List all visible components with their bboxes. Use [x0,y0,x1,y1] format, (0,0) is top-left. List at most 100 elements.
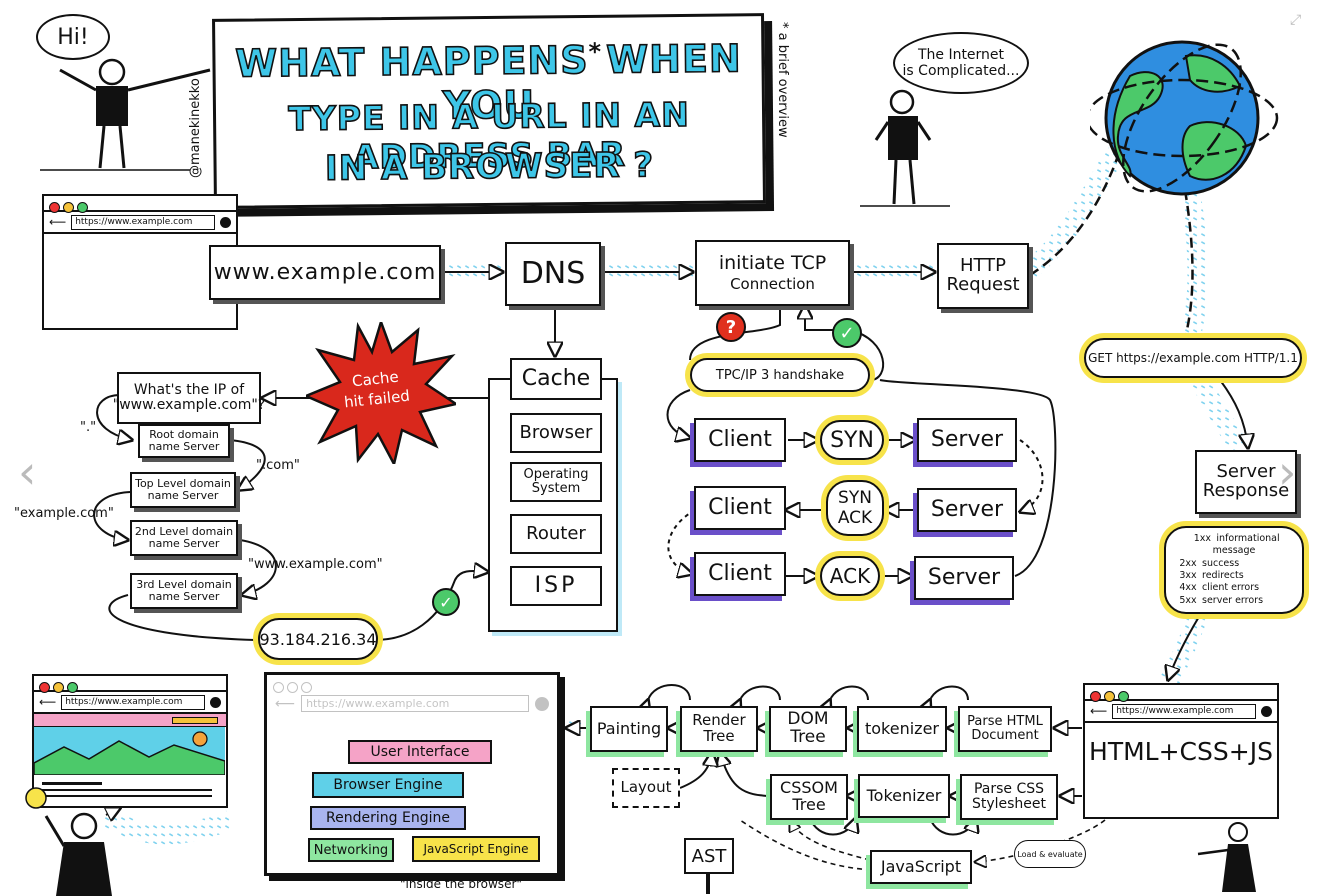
avatar-icon[interactable] [210,696,221,708]
title-line-1: WHAT HAPPENS [234,37,589,86]
tcp-line-2: Connection [730,274,815,293]
cssom-line-2: Tree [792,795,826,814]
html-css-js-label: HTML+CSS+JS [1089,737,1273,766]
trail-get-response [1191,375,1249,455]
cache-title-box: Cache [510,358,602,400]
load-evaluate-text: Load & evaluate [1017,849,1083,859]
prev-slide-chevron-icon[interactable]: ‹ [18,445,37,499]
ip-address-cloud: 93.184.216.34 [258,618,378,660]
server-label: Server [927,565,1001,591]
window-min-dot[interactable] [63,202,74,213]
status-code: 4xx [1179,582,1197,594]
css-tokenizer-box: Tokenizer [858,774,950,818]
ast-label: AST [691,845,727,867]
faded-address-bar: https://www.example.com [301,695,529,712]
stick-figure-hi [40,58,211,171]
trail-browser-user [99,806,234,845]
avatar-icon[interactable] [1261,705,1272,717]
third-level-dns-server-box: 3rd Level domain name Server [130,573,238,609]
handshake-client-1: Client [694,418,786,462]
url-input-box[interactable]: www.example.com [209,245,441,300]
window-close-dot[interactable] [49,202,60,213]
painting-box: Painting [590,706,668,752]
handshake-label: TPC/IP 3 handshake [715,367,845,383]
layer-label: Browser Engine [333,777,443,793]
client-label: Client [708,561,772,587]
ack-cloud: ACK [820,556,880,596]
address-bar[interactable]: https://www.example.com [61,694,205,710]
cache-item-label: ISP [534,573,578,599]
ip-address-text: 93.184.216.34 [259,629,377,649]
root-line-2: name Server [148,440,220,453]
window-close-dot[interactable] [1090,691,1101,702]
render-tree-box: Render Tree [680,706,758,752]
cache-title: Cache [521,366,591,392]
check-marker-icon: ✓ [832,318,862,348]
cache-item-browser: Browser [510,413,602,453]
ip-question-line-2: "www.example.com"? [112,397,266,413]
layer-label: Rendering Engine [326,810,450,826]
cssom-tree-box: CSSOM Tree [770,774,848,820]
layer-browser-engine: Browser Engine [312,772,464,798]
load-evaluate-cloud: Load & evaluate [1014,840,1086,868]
url-input-text: www.example.com [213,259,437,285]
label-www-example-com: "www.example.com" [248,557,383,572]
avatar-icon[interactable] [220,216,231,228]
window-close-dot [273,682,284,693]
back-arrow-icon[interactable]: ⟵ [1090,704,1108,718]
next-slide-chevron-icon[interactable]: › [1278,445,1297,499]
trail-http-globe [1023,142,1128,278]
page-header-bar [34,714,226,727]
window-min-dot[interactable] [1104,691,1115,702]
cache-item-isp: ISP [510,566,602,606]
window-max-dot[interactable] [67,682,78,693]
hi-speech-bubble: Hi! [36,14,110,60]
syn-cloud: SYN [820,420,884,460]
inside-browser-caption: "inside the browser" [400,877,522,891]
status-desc: redirects [1202,570,1244,581]
status-desc: informational message [1212,532,1280,557]
internet-bubble-line-1: The Internet [917,47,1005,63]
address-bar[interactable]: https://www.example.com [1112,703,1256,719]
layout-label: Layout [620,778,672,797]
address-bar[interactable]: https://www.example.com [71,214,215,230]
window-min-dot[interactable] [53,682,64,693]
internet-speech-bubble: The Internet is Complicated... [893,32,1029,94]
back-arrow-icon: ⟵ [275,695,296,712]
cache-item-router: Router [510,514,602,554]
page-hero-image [34,727,225,775]
cache-item-os: Operating System [510,462,602,502]
cssom-line-1: CSSOM [780,778,838,798]
ip-question-line-1: What's the IP of [133,382,245,399]
layer-rendering-engine: Rendering Engine [310,806,466,830]
expand-icon[interactable]: ⤢ [1290,12,1302,28]
tld-dns-server-box: Top Level domain name Server [130,472,236,508]
dom-line-1: DOM [787,709,829,730]
dom-tree-box: DOM Tree [769,706,847,752]
window-max-dot[interactable] [77,202,88,213]
response-line-1: Server [1216,461,1276,483]
parse-css-line-2: Stylesheet [971,796,1047,812]
layer-networking: Networking [308,838,394,862]
back-arrow-icon[interactable]: ⟵ [49,215,67,229]
label-dot: "." [80,420,97,435]
cache-item-label: Browser [519,421,593,443]
render-line-1: Render [692,711,746,730]
back-arrow-icon[interactable]: ⟵ [39,695,57,709]
window-close-dot[interactable] [39,682,50,693]
avatar-icon [535,696,549,711]
layer-user-interface: User Interface [348,740,492,764]
window-max-dot[interactable] [1118,691,1129,702]
parse-css-box: Parse CSS Stylesheet [960,774,1058,820]
ast-sign-post [706,874,710,894]
label-example-com: "example.com" [14,506,114,521]
globe-icon [1090,40,1279,196]
page-text-lines [34,775,226,805]
dom-line-2: Tree [790,727,826,747]
painting-label: Painting [596,718,662,738]
